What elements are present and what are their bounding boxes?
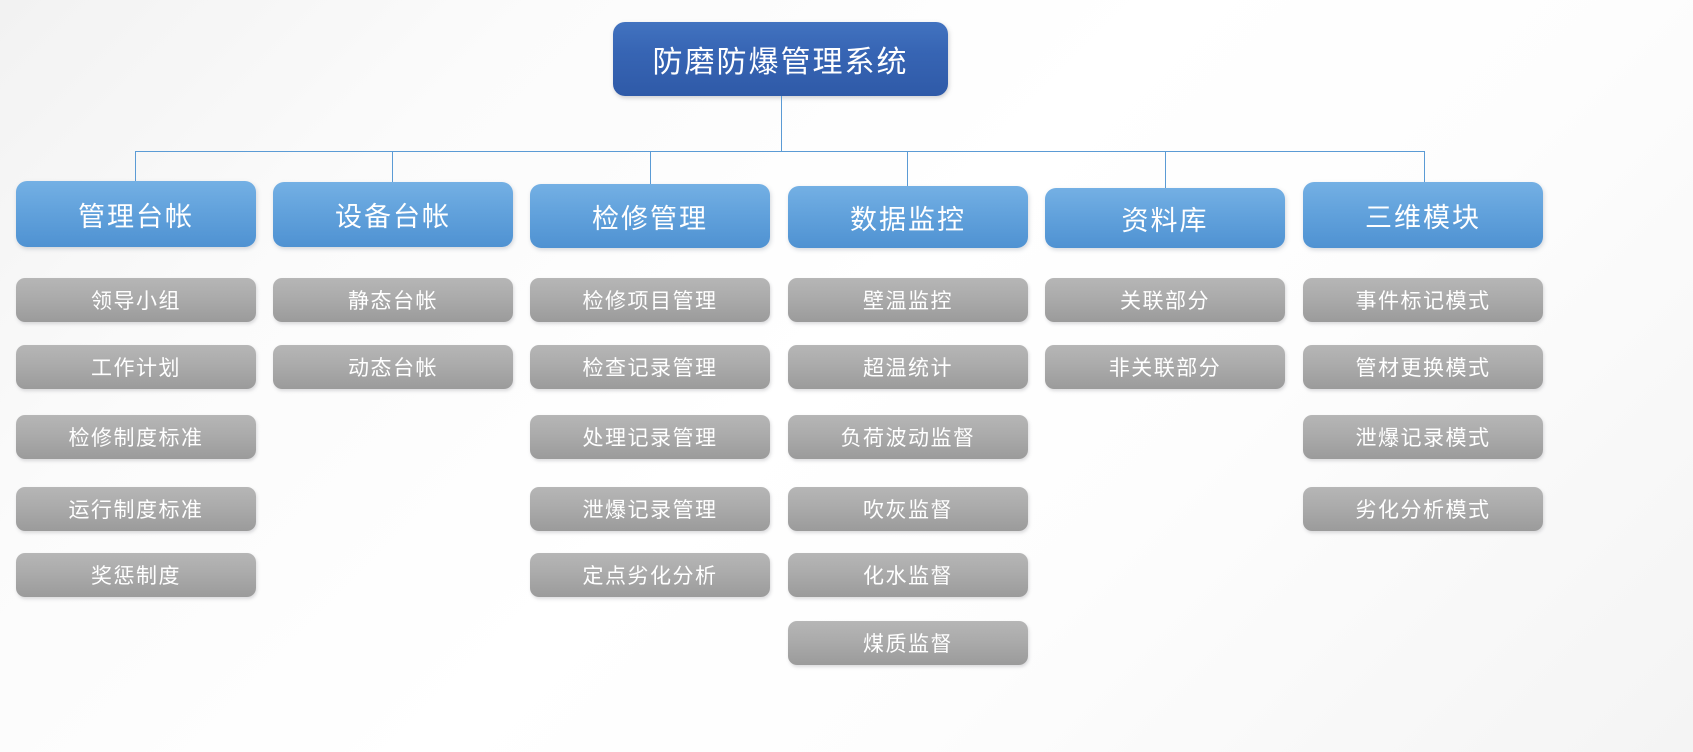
leaf-node-6-3-label: 泄爆记录模式	[1355, 427, 1491, 450]
leaf-node-6-3[interactable]: 泄爆记录模式	[1303, 415, 1543, 459]
branch-drop-line-4	[907, 151, 908, 186]
branch-drop-line-1	[135, 151, 136, 181]
leaf-node-1-3[interactable]: 检修制度标准	[16, 415, 256, 459]
leaf-node-3-2-label: 检查记录管理	[582, 357, 718, 380]
leaf-node-1-2-label: 工作计划	[91, 357, 181, 380]
leaf-node-4-2[interactable]: 超温统计	[788, 345, 1028, 389]
root-trunk-line	[781, 96, 782, 151]
branch-node-1-label: 管理台帐	[78, 201, 194, 232]
leaf-node-4-1-label: 壁温监控	[863, 290, 953, 313]
leaf-node-4-5-label: 化水监督	[863, 565, 953, 588]
branch-drop-line-5	[1165, 151, 1166, 188]
horizontal-bus-line	[135, 151, 1424, 152]
branch-node-6-label: 三维模块	[1365, 202, 1481, 233]
leaf-node-1-5[interactable]: 奖惩制度	[16, 553, 256, 597]
leaf-node-3-4[interactable]: 泄爆记录管理	[530, 487, 770, 531]
branch-node-6[interactable]: 三维模块	[1303, 182, 1543, 248]
leaf-node-3-2[interactable]: 检查记录管理	[530, 345, 770, 389]
leaf-node-4-3-label: 负荷波动监督	[840, 427, 976, 450]
branch-node-3-label: 检修管理	[592, 203, 708, 234]
leaf-node-4-5[interactable]: 化水监督	[788, 553, 1028, 597]
branch-node-1[interactable]: 管理台帐	[16, 181, 256, 247]
leaf-node-4-1[interactable]: 壁温监控	[788, 278, 1028, 322]
leaf-node-1-1[interactable]: 领导小组	[16, 278, 256, 322]
leaf-node-1-1-label: 领导小组	[91, 290, 181, 313]
leaf-node-2-2-label: 动态台帐	[348, 357, 438, 380]
leaf-node-6-2[interactable]: 管材更换模式	[1303, 345, 1543, 389]
leaf-node-2-1-label: 静态台帐	[348, 290, 438, 313]
leaf-node-3-3-label: 处理记录管理	[582, 427, 718, 450]
branch-drop-line-3	[650, 151, 651, 184]
branch-node-4-label: 数据监控	[850, 204, 966, 235]
leaf-node-3-3[interactable]: 处理记录管理	[530, 415, 770, 459]
branch-drop-line-6	[1424, 151, 1425, 182]
leaf-node-6-2-label: 管材更换模式	[1355, 357, 1491, 380]
leaf-node-1-3-label: 检修制度标准	[68, 427, 204, 450]
leaf-node-1-4-label: 运行制度标准	[68, 499, 204, 522]
leaf-node-3-5[interactable]: 定点劣化分析	[530, 553, 770, 597]
leaf-node-6-4[interactable]: 劣化分析模式	[1303, 487, 1543, 531]
leaf-node-3-4-label: 泄爆记录管理	[582, 499, 718, 522]
leaf-node-2-2[interactable]: 动态台帐	[273, 345, 513, 389]
leaf-node-6-1[interactable]: 事件标记模式	[1303, 278, 1543, 322]
leaf-node-3-1[interactable]: 检修项目管理	[530, 278, 770, 322]
leaf-node-4-4[interactable]: 吹灰监督	[788, 487, 1028, 531]
branch-node-4[interactable]: 数据监控	[788, 186, 1028, 248]
leaf-node-2-1[interactable]: 静态台帐	[273, 278, 513, 322]
leaf-node-5-1[interactable]: 关联部分	[1045, 278, 1285, 322]
branch-node-5-label: 资料库	[1121, 205, 1209, 236]
leaf-node-6-4-label: 劣化分析模式	[1355, 499, 1491, 522]
leaf-node-1-4[interactable]: 运行制度标准	[16, 487, 256, 531]
leaf-node-3-5-label: 定点劣化分析	[582, 565, 718, 588]
leaf-node-5-2[interactable]: 非关联部分	[1045, 345, 1285, 389]
branch-node-2-label: 设备台帐	[335, 202, 451, 232]
leaf-node-4-4-label: 吹灰监督	[863, 499, 953, 522]
leaf-node-5-2-label: 非关联部分	[1108, 357, 1222, 380]
leaf-node-3-1-label: 检修项目管理	[582, 290, 718, 313]
leaf-node-4-2-label: 超温统计	[863, 357, 953, 380]
leaf-node-5-1-label: 关联部分	[1120, 290, 1210, 313]
leaf-node-1-5-label: 奖惩制度	[91, 565, 181, 588]
branch-node-2[interactable]: 设备台帐	[273, 182, 513, 247]
leaf-node-4-6[interactable]: 煤质监督	[788, 621, 1028, 665]
root-node-management-system-label: 防磨防爆管理系统	[652, 46, 909, 79]
leaf-node-4-6-label: 煤质监督	[863, 633, 953, 656]
branch-drop-line-2	[392, 151, 393, 182]
leaf-node-6-1-label: 事件标记模式	[1355, 290, 1491, 313]
root-node-management-system[interactable]: 防磨防爆管理系统	[613, 22, 948, 96]
branch-node-3[interactable]: 检修管理	[530, 184, 770, 248]
leaf-node-1-2[interactable]: 工作计划	[16, 345, 256, 389]
branch-node-5[interactable]: 资料库	[1045, 188, 1285, 248]
leaf-node-4-3[interactable]: 负荷波动监督	[788, 415, 1028, 459]
